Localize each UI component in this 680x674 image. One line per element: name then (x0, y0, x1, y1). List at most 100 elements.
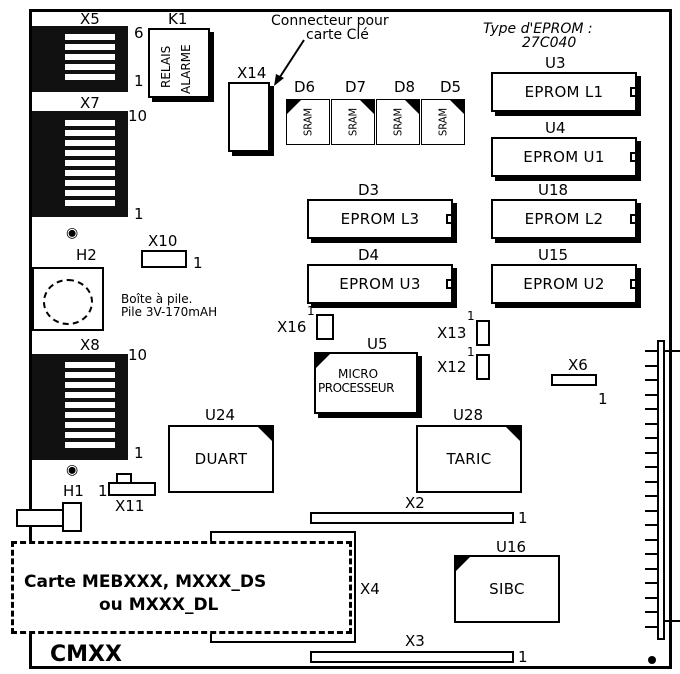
eprom-u3: EPROM L1 (491, 72, 637, 112)
x3-label: X3 (405, 632, 425, 650)
d6-label: D6 (294, 78, 316, 96)
x11-pin-1: 1 (98, 482, 108, 500)
u5-label: U5 (367, 335, 388, 353)
board-name: CMXX (50, 642, 122, 667)
edge-connector-tick (645, 510, 657, 512)
x8-pin-10: 10 (128, 346, 148, 364)
x5-pin-1: 1 (134, 72, 144, 90)
daughter-card-line2: ou MXXX_DL (99, 595, 219, 615)
d5-label: D5 (440, 78, 462, 96)
sram-d8: SRAM (376, 99, 420, 145)
u24-label: U24 (205, 406, 236, 424)
edge-connector-tick (645, 394, 657, 396)
x2-pin-1: 1 (518, 509, 528, 527)
u18-label: U18 (538, 181, 569, 199)
d8-label: D8 (394, 78, 416, 96)
edge-connector-tick (645, 611, 657, 613)
x6-pin-1: 1 (598, 390, 608, 408)
x4-label: X4 (360, 580, 380, 598)
d4-label: D4 (358, 246, 380, 264)
d7-label: D7 (345, 78, 367, 96)
mounting-hole-top-icon: ◉ (66, 225, 79, 241)
bracket-left (16, 509, 66, 527)
edge-connector-tick (645, 582, 657, 584)
edge-connector-tick (645, 466, 657, 468)
h2-label: H2 (76, 246, 97, 264)
microprocessor-u5: MICRO PROCESSEUR (314, 352, 418, 414)
x3-pin-1: 1 (518, 648, 528, 666)
x3-connector (310, 651, 514, 663)
x16-pin-1: 1 (307, 304, 315, 318)
x5-pin-6: 6 (134, 24, 144, 42)
edge-connector-tick (645, 408, 657, 410)
key-connector-arrow (274, 39, 305, 86)
duart-u24: DUART (168, 425, 274, 493)
edge-connector-tick (645, 437, 657, 439)
edge-connector-tick (645, 423, 657, 425)
u3-label: U3 (545, 54, 566, 72)
relay-label-line2: ALARME (179, 44, 193, 94)
h1-label: H1 (63, 482, 84, 500)
edge-connector-tick (645, 597, 657, 599)
edge-connector-tick (645, 495, 657, 497)
u15-label: U15 (538, 246, 569, 264)
x14-label: X14 (237, 64, 267, 82)
relay-alarm (148, 28, 210, 98)
x11-jumper (108, 482, 156, 496)
u4-label: U4 (545, 119, 566, 137)
edge-connector-tick (645, 568, 657, 570)
battery-label-line2: Pile 3V-170mAH (121, 305, 218, 319)
x16-jumper (316, 314, 334, 340)
x16-label: X16 (277, 318, 307, 336)
x10-label: X10 (148, 232, 178, 250)
backplane-edge-connector (657, 340, 665, 640)
battery-label-line1: Boîte à pile. (121, 292, 193, 306)
x10-jumper (141, 250, 187, 268)
sibc-u16: SIBC (454, 555, 560, 623)
edge-connector-tick (645, 481, 657, 483)
x13-jumper (476, 320, 490, 346)
x8-pin-1: 1 (134, 444, 144, 462)
k1-label: K1 (168, 10, 188, 28)
edge-connector-tick (645, 524, 657, 526)
d3-label: D3 (358, 181, 380, 199)
mounting-hole-bottom-icon: ◉ (66, 462, 79, 478)
x2-connector (310, 512, 514, 524)
taric-u28: TARIC (416, 425, 522, 493)
x7-label: X7 (80, 94, 100, 112)
x13-pin-1: 1 (467, 309, 475, 323)
x11-label: X11 (115, 497, 145, 515)
eprom-u15: EPROM U2 (491, 264, 637, 304)
x6-label: X6 (568, 356, 588, 374)
eprom-type-value: 27C040 (522, 35, 577, 51)
x8-label: X8 (80, 336, 100, 354)
edge-connector-tick (645, 539, 657, 541)
edge-connector-tick (645, 553, 657, 555)
eprom-u4: EPROM U1 (491, 137, 637, 177)
x12-label: X12 (437, 358, 467, 376)
u16-label: U16 (496, 538, 527, 556)
x13-label: X13 (437, 324, 467, 342)
x6-connector (551, 374, 597, 386)
x7-pin-1: 1 (134, 205, 144, 223)
circuit-board (29, 9, 672, 669)
x5-label: X5 (80, 10, 100, 28)
edge-connector-tick (645, 452, 657, 454)
daughter-card-slot (11, 541, 352, 634)
sram-d7: SRAM (331, 99, 375, 145)
u28-label: U28 (453, 406, 484, 424)
sram-d5: SRAM (421, 99, 465, 145)
corner-dot-icon (648, 656, 656, 664)
x14-key-connector (228, 82, 270, 152)
x12-jumper (476, 354, 490, 380)
x10-pin-1: 1 (193, 254, 203, 272)
eprom-type-label: Type d'EPROM : (483, 21, 593, 37)
edge-connector-tick (645, 626, 657, 628)
key-connector-note-line1: Connecteur pour (271, 13, 389, 29)
battery-circle-icon (43, 279, 93, 325)
edge-connector-tick (645, 350, 657, 352)
key-connector-note-line2: carte Clé (306, 27, 369, 43)
bracket-screw (62, 502, 82, 532)
eprom-d3: EPROM L3 (307, 199, 453, 239)
x7-pin-10: 10 (128, 107, 148, 125)
